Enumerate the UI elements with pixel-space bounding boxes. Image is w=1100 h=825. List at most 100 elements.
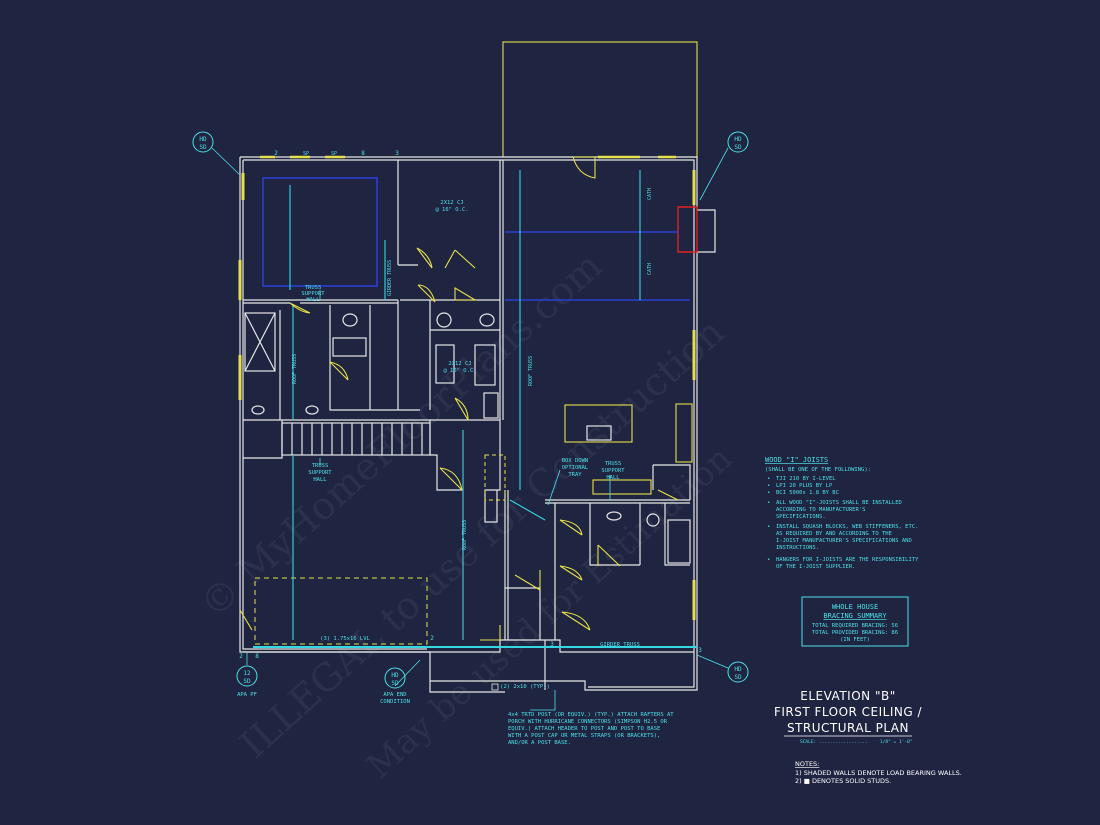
post-note-line-3: EQUIV.) ATTACH HEADER TO POST AND POST T… — [508, 726, 660, 732]
truss-support-1b: SUPPORT — [301, 291, 325, 297]
joist-note-bullet-2: • — [767, 524, 770, 530]
grid-marker-text: HD SD HD SD HD SD 12 SD HD SD APA PF APA… — [199, 136, 742, 705]
post-note-line-5: AND/OR A POST BASE. — [508, 740, 571, 746]
ceiling-framing — [262, 177, 690, 301]
joist-note-2c: I-JOIST MANUFACTURER'S SPECIFICATIONS AN… — [776, 538, 912, 544]
bottom-number-8: 8 — [255, 653, 259, 660]
grid-bottom-left-b: SD — [243, 678, 251, 685]
notes-item-1: 1) SHADED WALLS DENOTE LOAD BEARING WALL… — [795, 769, 962, 777]
top-number-3: 3 — [395, 150, 399, 157]
floor-plan — [192, 41, 749, 711]
interior-walls-upper — [243, 299, 398, 304]
post-note-line-4: WITH A POST CAP OR METAL STRAPS (OR BRAC… — [508, 733, 660, 739]
wood-joists-title: WOOD "I" JOISTS — [765, 456, 828, 464]
stair-treads — [281, 422, 431, 456]
box-down-dashed — [484, 454, 506, 501]
garage-front-wall — [243, 639, 694, 653]
interior-walls-pantry — [652, 464, 691, 500]
truss-support-2b: SUPPORT — [308, 470, 332, 476]
grid-marker-bottom-left — [236, 665, 258, 687]
grid-marker-top-left — [192, 131, 214, 153]
bath-fixtures — [251, 312, 691, 564]
joist-bullet-2: • — [767, 483, 770, 489]
bracing-line-3: (IN FEET) — [840, 637, 870, 643]
truss-support-3c: HALL — [606, 475, 620, 481]
exterior-walls-inner-left — [242, 160, 427, 650]
grid-right-b: SD — [734, 674, 742, 681]
girder-truss-label: GIRDER TRUSS — [387, 260, 393, 296]
joist-note-bullet-1: • — [767, 500, 770, 506]
title-line-1: ELEVATION "B" — [800, 689, 895, 703]
top-number-8: 8 — [361, 150, 365, 157]
roof-truss-label-1: ROOF TRUSS — [292, 354, 298, 384]
joist-top-label-1: 2X12 CJ — [440, 200, 463, 206]
title-block: ELEVATION "B" FIRST FLOOR CEILING / STRU… — [774, 689, 923, 745]
apa-pf-label: APA PF — [237, 692, 257, 698]
truss-support-3a: TRUSS — [605, 461, 622, 467]
top-sp-1: SP — [303, 151, 309, 157]
right-number-3: 3 — [698, 647, 702, 654]
bracing-box — [801, 596, 909, 647]
grid-top-left-a: HD — [199, 136, 207, 143]
grid-marker-bottom-mid — [384, 667, 406, 689]
lvl-label: (3) 1.75x16 LVL — [320, 636, 370, 642]
top-sp-2: SP — [331, 151, 337, 157]
title-line-2: FIRST FLOOR CEILING / — [774, 705, 923, 719]
top-number-2: 2 — [274, 150, 278, 157]
beams — [238, 155, 697, 648]
exterior-walls — [239, 156, 716, 693]
fireplace — [677, 206, 698, 253]
exterior-walls-inner — [243, 159, 695, 688]
grid-bottom-mid-b: SD — [391, 680, 399, 687]
girder-truss-bottom-label: GIRDER TRUSS — [600, 642, 640, 648]
box-down-label-2: OPTIONAL — [562, 465, 589, 471]
mid-number-2: 2 — [430, 635, 434, 642]
cath-label-2: CATH — [647, 263, 653, 275]
leader-lines — [211, 147, 729, 711]
joist-item-1: TJI 210 BY I-LEVEL — [776, 476, 836, 482]
joist-note-2b: AS REQUIRED BY AND ACCORDING TO THE — [776, 531, 892, 537]
joist-note-bullet-3: • — [767, 557, 770, 563]
mid-number-3: 3 — [550, 641, 554, 648]
grid-top-left-b: SD — [199, 144, 207, 151]
interior-walls-core — [397, 160, 504, 420]
notes-heading: NOTES: — [795, 760, 819, 768]
grid-marker-right — [727, 661, 749, 683]
grid-top-right-b: SD — [734, 144, 742, 151]
interior-walls-bath — [279, 305, 420, 420]
post-note-line-1: 4x4 TRTD POST (OR EQUIV.) (TYP.) ATTACH … — [508, 712, 674, 718]
joist-note-1b: ACCORDING TO MANUFACTURER'S — [776, 507, 865, 513]
joist-mid-label-2: @ 16" O.C. — [443, 368, 476, 374]
truss-support-3b: SUPPORT — [601, 468, 625, 474]
post-label: (2) 2x10 (TYP.) — [500, 684, 550, 690]
joist-bullet-3: • — [767, 490, 770, 496]
joist-note-1a: ALL WOOD "I"-JOISTS SHALL BE INSTALLED — [776, 500, 902, 506]
grid-markers — [192, 131, 749, 689]
bracing-line-1: TOTAL REQUIRED BRACING: 56 — [812, 623, 898, 629]
bracing-title-1: WHOLE HOUSE — [832, 603, 878, 611]
title-line-3: STRUCTURAL PLAN — [787, 721, 909, 735]
notes: NOTES: 1) SHADED WALLS DENOTE LOAD BEARI… — [795, 760, 962, 785]
joist-item-2: LPI 20 PLUS BY LP — [776, 483, 833, 489]
joist-note-3b: OF THE I-JOIST SUPPLIER. — [776, 564, 855, 570]
rear-porch-outline — [502, 41, 698, 158]
box-down-label-1: BOX DOWN — [562, 458, 589, 464]
joist-item-3: BCI 5000s 1.8 BY BC — [776, 490, 839, 496]
truss-support-1c: HALL — [306, 297, 320, 303]
door-swings — [239, 156, 679, 641]
truss-support-1a: TRUSS — [305, 285, 322, 291]
truss-support-2a: TRUSS — [312, 463, 329, 469]
plan-labels: 2X12 CJ @ 16" O.C. 2X12 CJ @ 16" O.C. GI… — [292, 188, 674, 746]
grid-bottom-left-a: 12 — [243, 670, 251, 677]
post-note-line-2: PORCH WITH HURRICANE CONNECTORS (SIMPSON… — [508, 719, 668, 725]
apa-end-label-1: APA END — [383, 692, 406, 698]
joist-note-2d: INSTRUCTIONS. — [776, 545, 819, 551]
truss-support-2c: HALL — [313, 477, 327, 483]
scale-label: SCALE: .................. — [800, 739, 868, 745]
watermark-line-1: © MyHomeFloorPlans.com — [192, 243, 611, 626]
joist-top-label-2: @ 16" O.C. — [435, 207, 468, 213]
grid-marker-top-right — [727, 131, 749, 153]
bracing-line-2: TOTAL PROVIDED BRACING: 86 — [812, 630, 898, 636]
watermark: © MyHomeFloorPlans.com ILLEGAL to use fo… — [192, 243, 740, 786]
bottom-number-2: 2 — [239, 653, 243, 660]
